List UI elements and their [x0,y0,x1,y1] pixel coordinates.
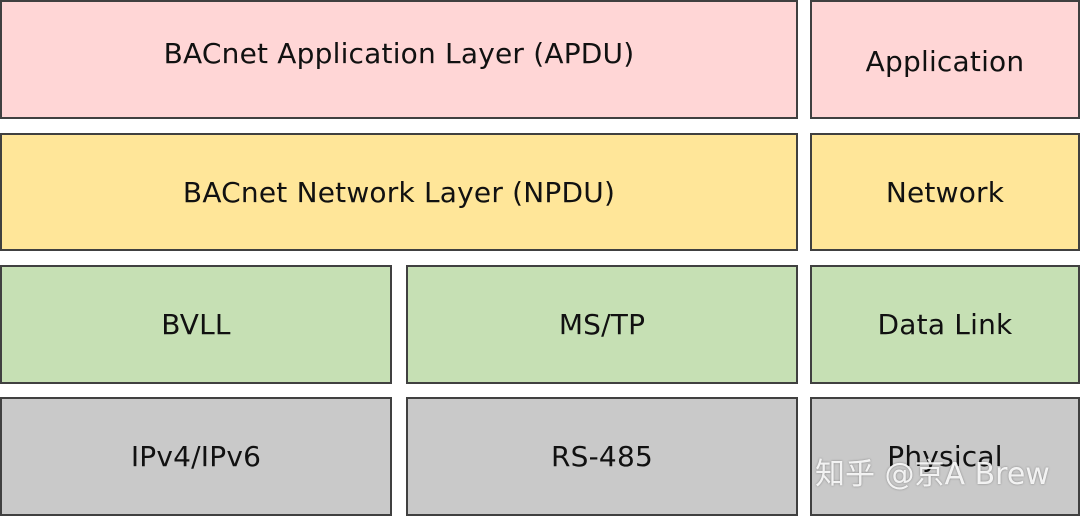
ipv4-ipv6-box: IPv4/IPv6 [0,397,392,516]
mstp-label: MS/TP [558,308,646,341]
osi-physical-label: Physical [887,440,1003,473]
osi-network-layer-box: Network [810,133,1080,251]
rs485-box: RS-485 [406,397,798,516]
bacnet-network-layer-box: BACnet Network Layer (NPDU) [0,133,798,251]
rs485-label: RS-485 [551,440,653,473]
bvll-box: BVLL [0,265,392,384]
osi-application-label: Application [865,45,1025,78]
osi-physical-layer-box: Physical [810,397,1080,516]
bacnet-application-layer-box: BACnet Application Layer (APDU) [0,0,798,119]
osi-data-link-layer-box: Data Link [810,265,1080,384]
osi-network-label: Network [885,175,1005,209]
mstp-box: MS/TP [406,265,798,384]
bacnet-application-layer-label: BACnet Application Layer (APDU) [163,37,635,70]
osi-application-layer-box: Application [810,0,1080,119]
bvll-label: BVLL [161,308,231,341]
bacnet-network-layer-label: BACnet Network Layer (NPDU) [182,175,616,209]
ipv4-ipv6-label: IPv4/IPv6 [130,440,262,473]
osi-data-link-label: Data Link [877,308,1013,341]
